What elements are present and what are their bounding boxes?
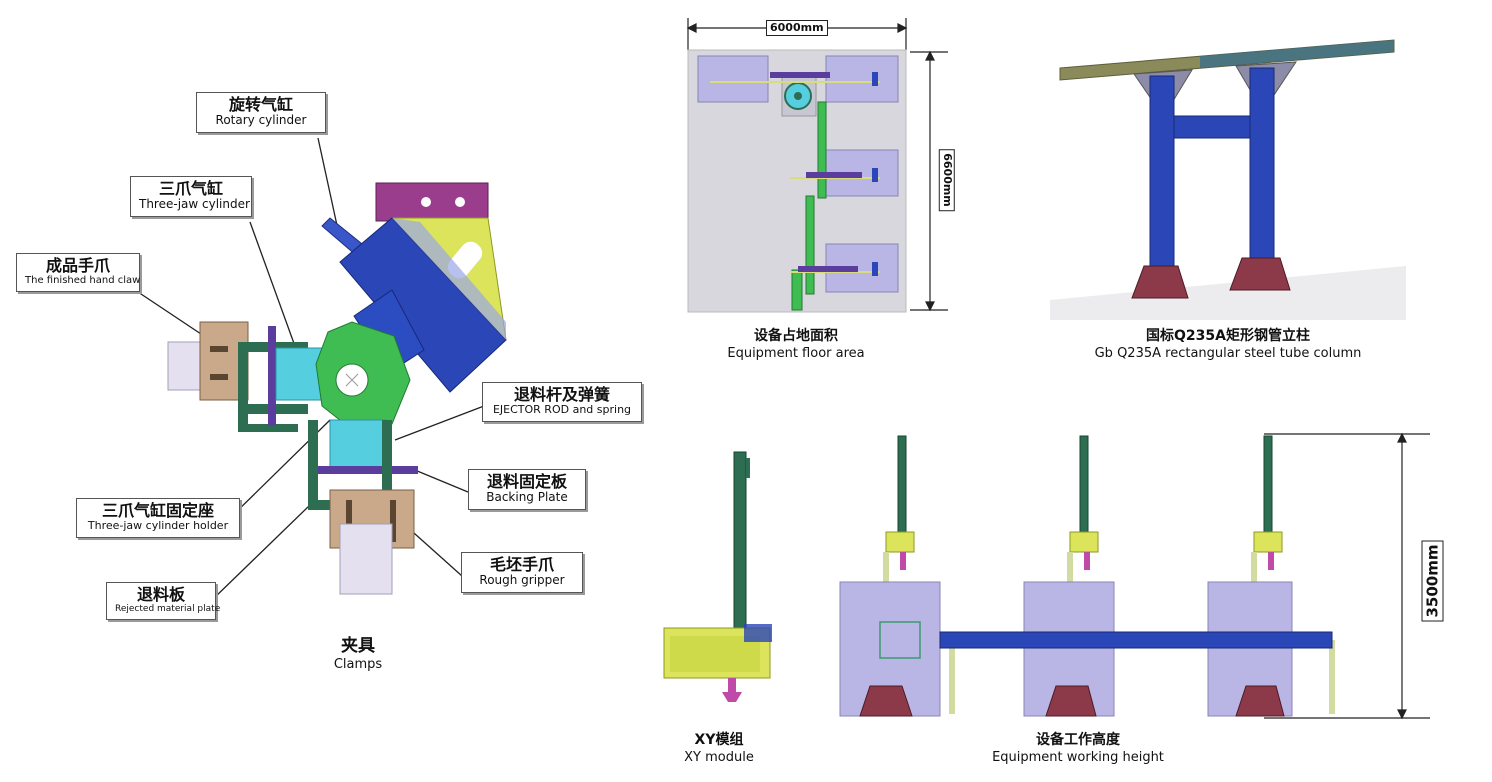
callout-zh: 退料板 xyxy=(136,585,185,604)
caption-zh: 设备占地面积 xyxy=(754,328,838,344)
callout-en: Three-jaw cylinder xyxy=(139,197,250,212)
caption-zh: XY模组 xyxy=(694,732,744,748)
working-panel: 3500mm XY模组 XY module 设备工作高度 Equipment w… xyxy=(660,430,1444,782)
leader-lines xyxy=(137,137,485,601)
callout-zh: 三爪气缸 xyxy=(158,179,223,198)
callout-backing-plate: 退料固定板 Backing Plate xyxy=(468,469,586,511)
column-caption: 国标Q235A矩形钢管立柱 Gb Q235A rectangular steel… xyxy=(1058,328,1398,362)
floor-area-panel: 6000mm 6600mm 设备占地面积 Equipment floor are… xyxy=(680,10,970,370)
floor-plan-drawing xyxy=(686,18,948,313)
clamp-panel: 旋转气缸 Rotary cylinder 三爪气缸 Three-jaw cyli… xyxy=(0,0,660,700)
callout-zh: 成品手爪 xyxy=(45,256,110,275)
floor-width-label: 6000mm xyxy=(766,20,828,36)
working-drawing xyxy=(663,432,1430,720)
xy-module-drawing xyxy=(663,451,772,702)
column-panel: 国标Q235A矩形钢管立柱 Gb Q235A rectangular steel… xyxy=(1050,36,1410,376)
callout-en: The finished hand claw xyxy=(25,275,141,287)
callout-rotary-cylinder: 旋转气缸 Rotary cylinder xyxy=(196,92,326,134)
callout-zh: 毛坯手爪 xyxy=(489,555,554,574)
callout-rough-gripper: 毛坯手爪 Rough gripper xyxy=(461,552,583,594)
caption-en: Equipment floor area xyxy=(727,345,865,361)
floor-height-label: 6600mm xyxy=(938,149,955,211)
callout-zh: 退料固定板 xyxy=(486,472,567,491)
callout-en: Rejected material plate xyxy=(115,604,221,615)
callout-finished-hand-claw: 成品手爪 The finished hand claw xyxy=(16,253,140,292)
clamp-caption: 夹具 Clamps xyxy=(318,636,398,674)
xy-caption: XY模组 XY module xyxy=(674,732,764,766)
caption-zh: 夹具 xyxy=(341,636,375,656)
callout-three-jaw-holder: 三爪气缸固定座 Three-jaw cylinder holder xyxy=(76,498,240,539)
callout-three-jaw-cylinder: 三爪气缸 Three-jaw cylinder xyxy=(130,176,252,218)
caption-zh: 国标Q235A矩形钢管立柱 xyxy=(1146,328,1310,344)
floor-caption: 设备占地面积 Equipment floor area xyxy=(716,328,876,362)
caption-en: XY module xyxy=(684,749,754,765)
caption-en: Gb Q235A rectangular steel tube column xyxy=(1094,345,1362,361)
caption-en: Equipment working height xyxy=(992,749,1164,765)
callout-en: Backing Plate xyxy=(486,490,568,505)
callout-zh: 三爪气缸固定座 xyxy=(101,501,214,520)
callout-rejected-plate: 退料板 Rejected material plate xyxy=(106,582,221,620)
working-caption: 设备工作高度 Equipment working height xyxy=(988,732,1168,766)
caption-en: Clamps xyxy=(333,657,383,673)
clamp-drawing xyxy=(137,137,507,601)
callout-zh: 旋转气缸 xyxy=(228,95,293,114)
working-height-label: 3500mm xyxy=(1421,540,1444,622)
callout-en: Rough gripper xyxy=(479,573,565,588)
callout-en: Three-jaw cylinder holder xyxy=(87,519,229,533)
callout-en: EJECTOR ROD and spring xyxy=(492,403,632,417)
column-drawing xyxy=(1050,39,1406,320)
caption-zh: 设备工作高度 xyxy=(1036,732,1120,748)
callout-zh: 退料杆及弹簧 xyxy=(513,385,610,404)
callout-en: Rotary cylinder xyxy=(215,113,307,128)
callout-ejector-rod: 退料杆及弹簧 EJECTOR ROD and spring xyxy=(482,382,642,423)
